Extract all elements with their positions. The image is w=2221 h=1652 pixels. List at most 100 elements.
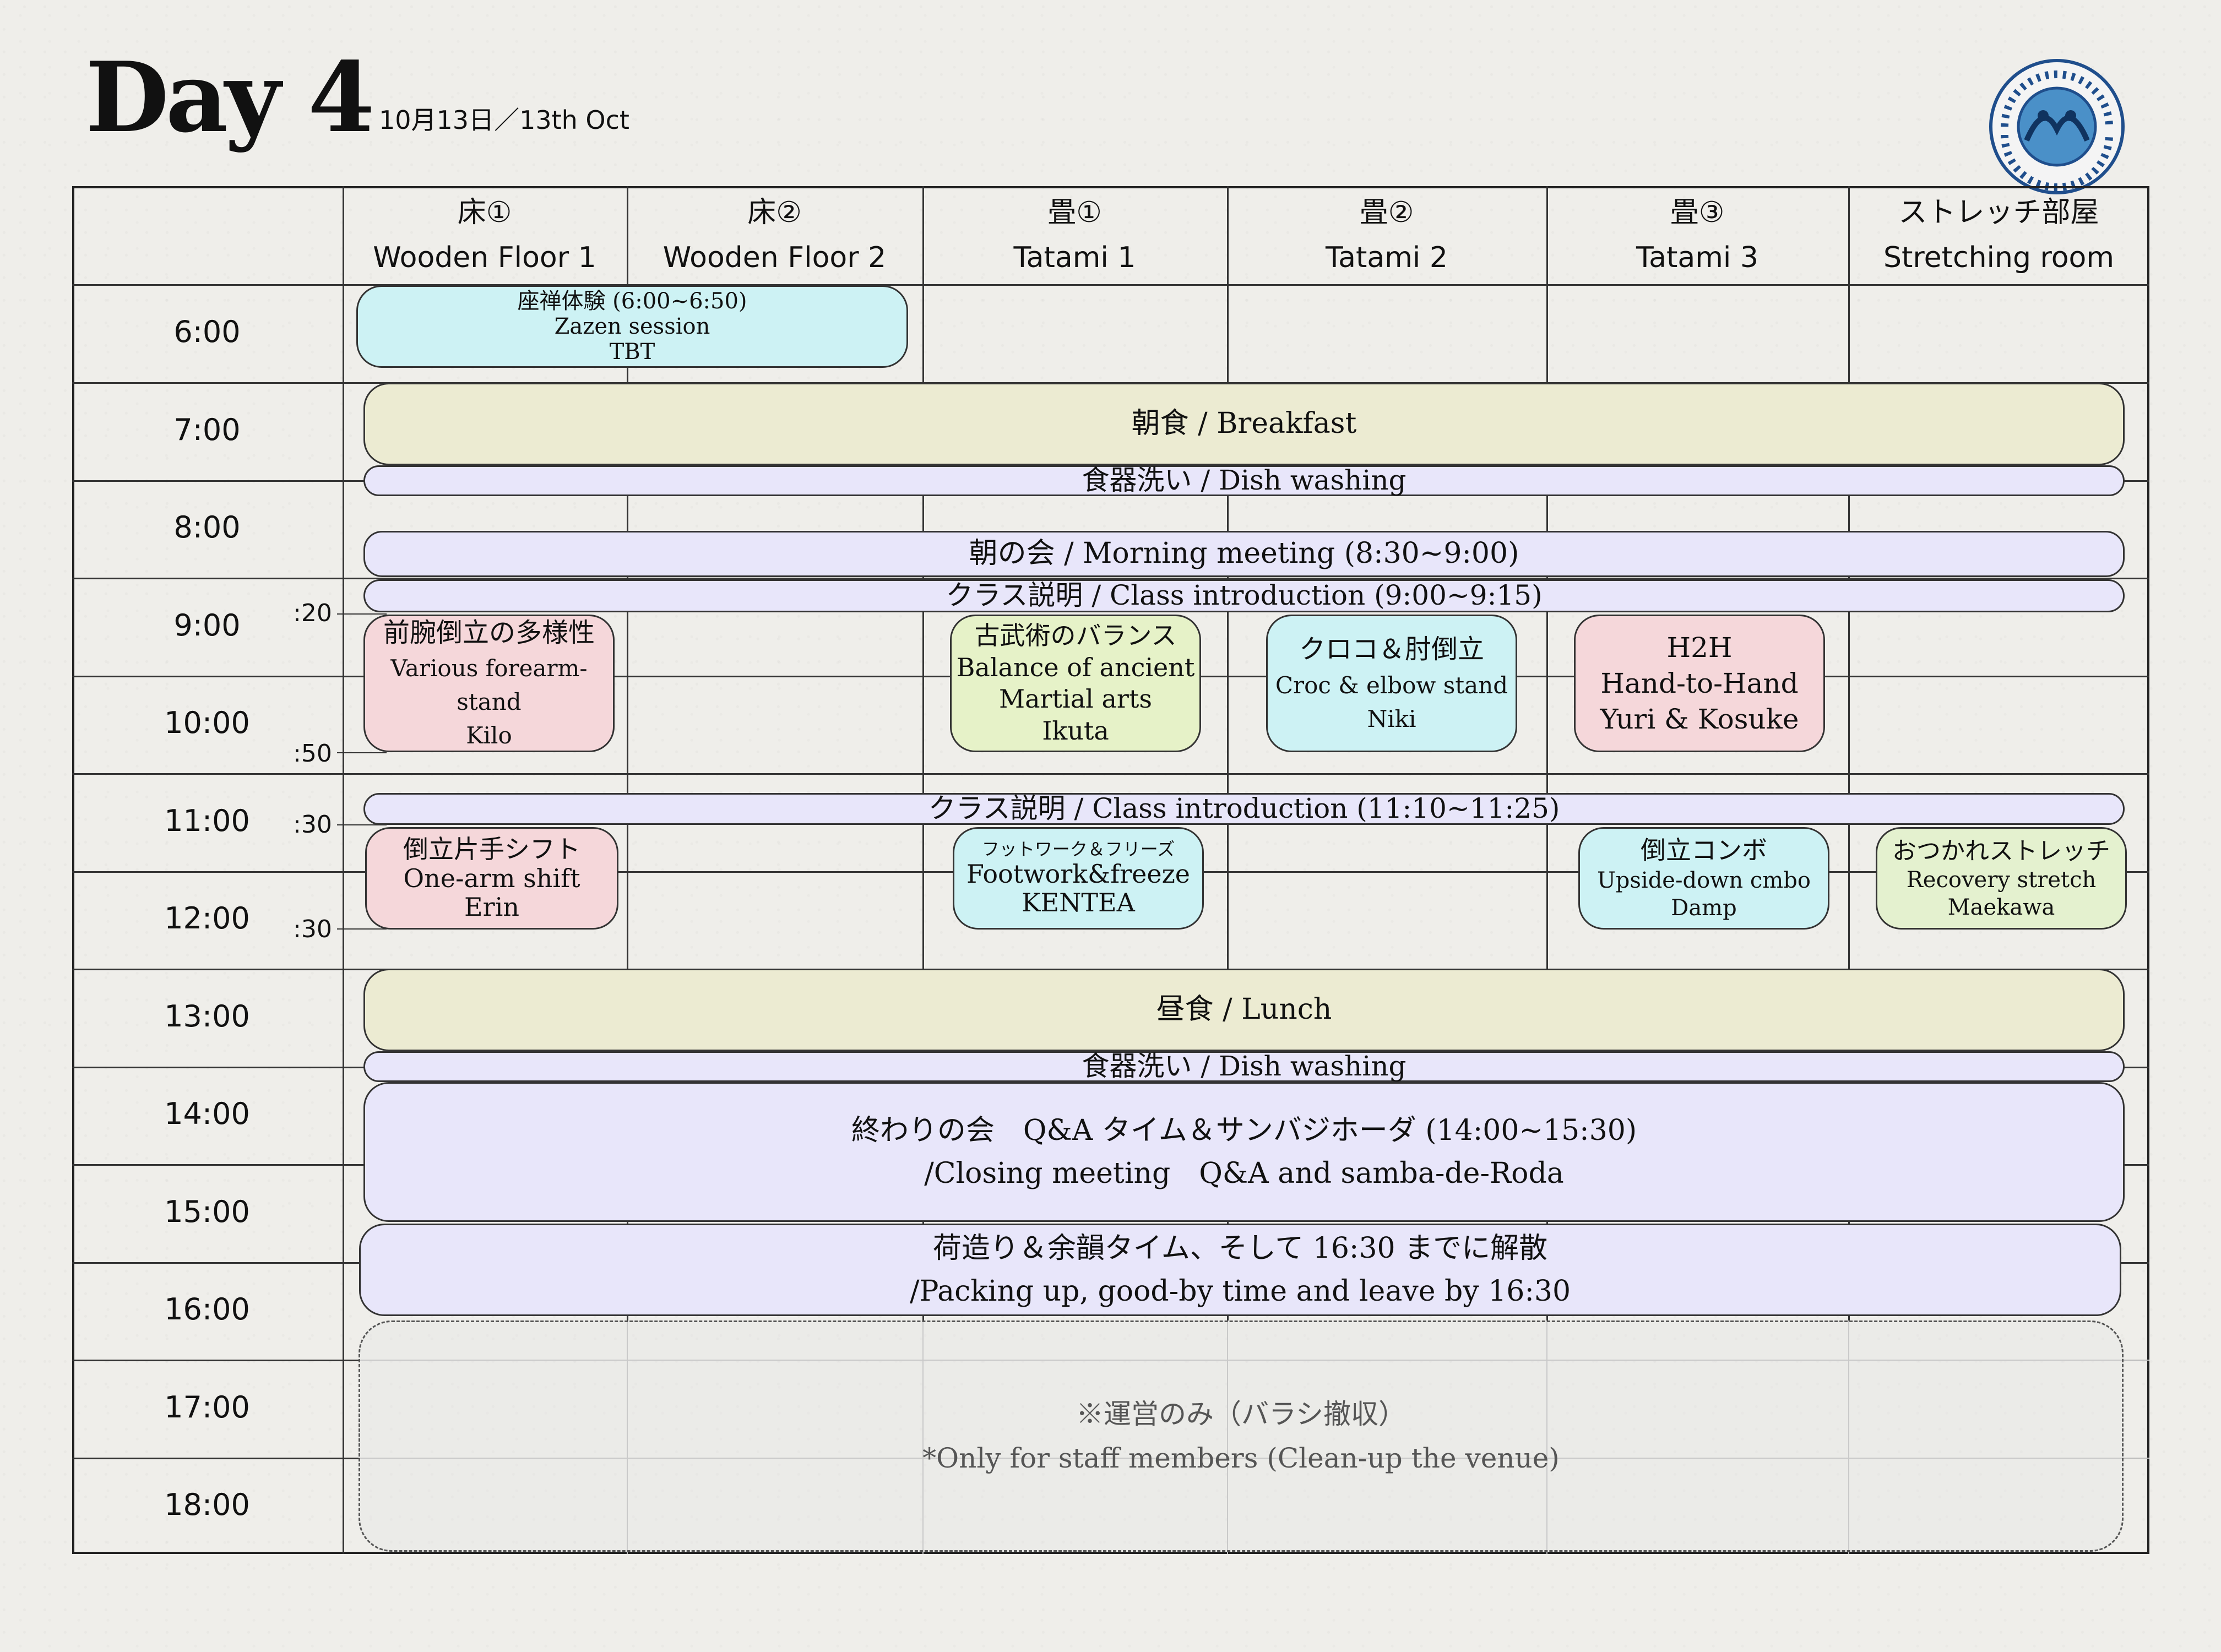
event-title-en: Balance of ancient bbox=[956, 652, 1195, 682]
page-title: Day 4 bbox=[85, 41, 375, 154]
event-title-jp: 座禅体験 (6:00~6:50) bbox=[517, 289, 747, 314]
event-title-jp: フットワーク＆フリーズ bbox=[981, 838, 1175, 860]
column-header-en: Wooden Floor 2 bbox=[663, 241, 887, 274]
grid-line bbox=[922, 186, 924, 1320]
minute-tick bbox=[337, 752, 387, 753]
event-title-en: *Only for staff members (Clean-up the ve… bbox=[922, 1442, 1560, 1474]
time-label: 12:00 bbox=[164, 901, 250, 936]
event-title-en: Various forearm-stand bbox=[390, 655, 588, 716]
time-label: 10:00 bbox=[164, 705, 250, 740]
event-title-en: /Packing up, good-by time and leave by 1… bbox=[909, 1275, 1571, 1308]
event-forearm-stand[interactable]: 前腕倒立の多様性 Various forearm-stand Kilo bbox=[363, 615, 615, 752]
event-title: 朝食 / Breakfast bbox=[1131, 407, 1357, 441]
column-header-tatami-3: 畳③ Tatami 3 bbox=[1546, 190, 1848, 280]
event-morning-meeting[interactable]: 朝の会 / Morning meeting (8:30~9:00) bbox=[363, 531, 2125, 577]
minute-mark: :50 bbox=[293, 740, 332, 768]
event-one-arm-shift[interactable]: 倒立片手シフト One-arm shift Erin bbox=[365, 827, 618, 930]
event-title-jp: 古武術のバランス bbox=[974, 621, 1177, 650]
event-ancient-martial-arts[interactable]: 古武術のバランス Balance of ancient Martial arts… bbox=[950, 615, 1201, 752]
time-label: 6:00 bbox=[173, 314, 241, 349]
event-title-jp: H2H bbox=[1666, 631, 1733, 664]
event-instructor: Erin bbox=[464, 892, 519, 922]
event-recovery-stretch[interactable]: おつかれストレッチ Recovery stretch Maekawa bbox=[1876, 827, 2127, 930]
grid-line bbox=[1546, 186, 1548, 1320]
event-title-jp: クロコ＆肘倒立 bbox=[1299, 634, 1484, 665]
grid-line bbox=[72, 284, 2149, 286]
event-class-introduction-1[interactable]: クラス説明 / Class introduction (9:00~9:15) bbox=[363, 579, 2125, 612]
grid-line bbox=[1848, 1320, 1849, 1554]
event-footwork-freeze[interactable]: フットワーク＆フリーズ Footwork&freeze KENTEA bbox=[953, 827, 1204, 930]
event-title-en: /Closing meeting Q&A and samba-de-Roda bbox=[924, 1157, 1564, 1190]
event-title-jp: おつかれストレッチ bbox=[1892, 836, 2110, 865]
event-lunch[interactable]: 昼食 / Lunch bbox=[363, 969, 2125, 1051]
event-staff-cleanup[interactable]: ※運営のみ（バラシ撤収） *Only for staff members (Cl… bbox=[359, 1320, 2124, 1552]
minute-tick bbox=[337, 824, 387, 825]
grid-line bbox=[359, 1458, 2149, 1459]
time-label: 11:00 bbox=[164, 803, 250, 838]
festival-logo-icon bbox=[1989, 59, 2125, 194]
event-class-introduction-2[interactable]: クラス説明 / Class introduction (11:10~11:25) bbox=[363, 793, 2125, 825]
grid-line bbox=[1227, 1320, 1228, 1554]
event-title-en: One-arm shift bbox=[403, 863, 580, 893]
event-zazen[interactable]: 座禅体験 (6:00~6:50) Zazen session TBT bbox=[356, 285, 908, 368]
grid-line bbox=[922, 1320, 924, 1554]
event-title: 食器洗い / Dish washing bbox=[1082, 1050, 1407, 1083]
column-header-jp: 畳① bbox=[1047, 196, 1102, 229]
grid-line bbox=[1546, 1320, 1547, 1554]
event-title: クラス説明 / Class introduction (9:00~9:15) bbox=[946, 579, 1543, 612]
column-header-en: Tatami 3 bbox=[1636, 241, 1758, 274]
event-title-en: Zazen session bbox=[554, 314, 710, 339]
grid-line bbox=[343, 186, 344, 1554]
time-label: 8:00 bbox=[173, 510, 241, 545]
column-header-en: Tatami 1 bbox=[1013, 241, 1136, 274]
event-instructor: TBT bbox=[609, 339, 655, 365]
event-title-jp: 終わりの会 Q&A タイム＆サンバジホーダ (14:00~15:30) bbox=[851, 1114, 1637, 1147]
column-header-en: Wooden Floor 1 bbox=[373, 241, 596, 274]
minute-tick bbox=[337, 928, 387, 930]
column-header-jp: 床① bbox=[457, 196, 512, 229]
time-label: 14:00 bbox=[164, 1096, 250, 1131]
minute-tick bbox=[337, 613, 387, 615]
column-header-tatami-2: 畳② Tatami 2 bbox=[1227, 190, 1546, 280]
schedule-grid bbox=[72, 186, 2149, 1554]
minute-mark: :30 bbox=[293, 811, 332, 839]
grid-line bbox=[72, 1360, 359, 1361]
grid-line bbox=[72, 578, 2149, 579]
time-label: 15:00 bbox=[164, 1194, 250, 1229]
event-title-en: Recovery stretch bbox=[1906, 867, 2097, 893]
grid-line bbox=[627, 186, 628, 1320]
column-header-wooden-floor-2: 床② Wooden Floor 2 bbox=[627, 190, 922, 280]
grid-line bbox=[359, 1360, 2149, 1361]
event-dish-washing-morning[interactable]: 食器洗い / Dish washing bbox=[363, 465, 2125, 496]
event-dish-washing-lunch[interactable]: 食器洗い / Dish washing bbox=[363, 1051, 2125, 1082]
grid-line bbox=[627, 1320, 628, 1554]
time-label: 17:00 bbox=[164, 1390, 250, 1425]
event-title-en: Upside-down cmbo bbox=[1597, 867, 1811, 893]
event-title-jp: 前腕倒立の多様性 bbox=[383, 617, 595, 648]
column-header-tatami-1: 畳① Tatami 1 bbox=[922, 190, 1227, 280]
time-label: 9:00 bbox=[173, 608, 241, 643]
grid-line bbox=[72, 1458, 359, 1459]
column-header-en: Stretching room bbox=[1883, 241, 2115, 274]
event-title-en: Footwork&freeze bbox=[966, 858, 1191, 889]
event-instructor: Yuri & Kosuke bbox=[1600, 703, 1799, 735]
date-label: 10月13日／13th Oct bbox=[379, 105, 629, 135]
event-instructor: Maekawa bbox=[1947, 894, 2055, 920]
column-header-jp: 畳③ bbox=[1670, 196, 1725, 229]
event-closing-meeting[interactable]: 終わりの会 Q&A タイム＆サンバジホーダ (14:00~15:30) /Clo… bbox=[363, 1082, 2125, 1222]
event-hand-to-hand[interactable]: H2H Hand-to-Hand Yuri & Kosuke bbox=[1574, 615, 1825, 752]
column-header-wooden-floor-1: 床① Wooden Floor 1 bbox=[343, 190, 627, 280]
event-upside-down-combo[interactable]: 倒立コンボ Upside-down cmbo Damp bbox=[1578, 827, 1829, 930]
time-label: 13:00 bbox=[164, 999, 250, 1034]
event-title: 朝の会 / Morning meeting (8:30~9:00) bbox=[969, 537, 1519, 570]
event-title: 食器洗い / Dish washing bbox=[1082, 464, 1407, 497]
minute-mark: :30 bbox=[293, 915, 332, 943]
event-packing-up[interactable]: 荷造り＆余韻タイム、そして 16:30 までに解散 /Packing up, g… bbox=[359, 1224, 2121, 1316]
grid-line bbox=[1227, 186, 1229, 1320]
column-header-jp: 畳② bbox=[1359, 196, 1414, 229]
event-title-jp: ※運営のみ（バラシ撤収） bbox=[1076, 1398, 1406, 1430]
event-breakfast[interactable]: 朝食 / Breakfast bbox=[363, 383, 2125, 465]
event-croc-elbow-stand[interactable]: クロコ＆肘倒立 Croc & elbow stand Niki bbox=[1266, 615, 1517, 752]
event-title: 昼食 / Lunch bbox=[1156, 993, 1332, 1026]
event-instructor: Niki bbox=[1367, 705, 1416, 732]
